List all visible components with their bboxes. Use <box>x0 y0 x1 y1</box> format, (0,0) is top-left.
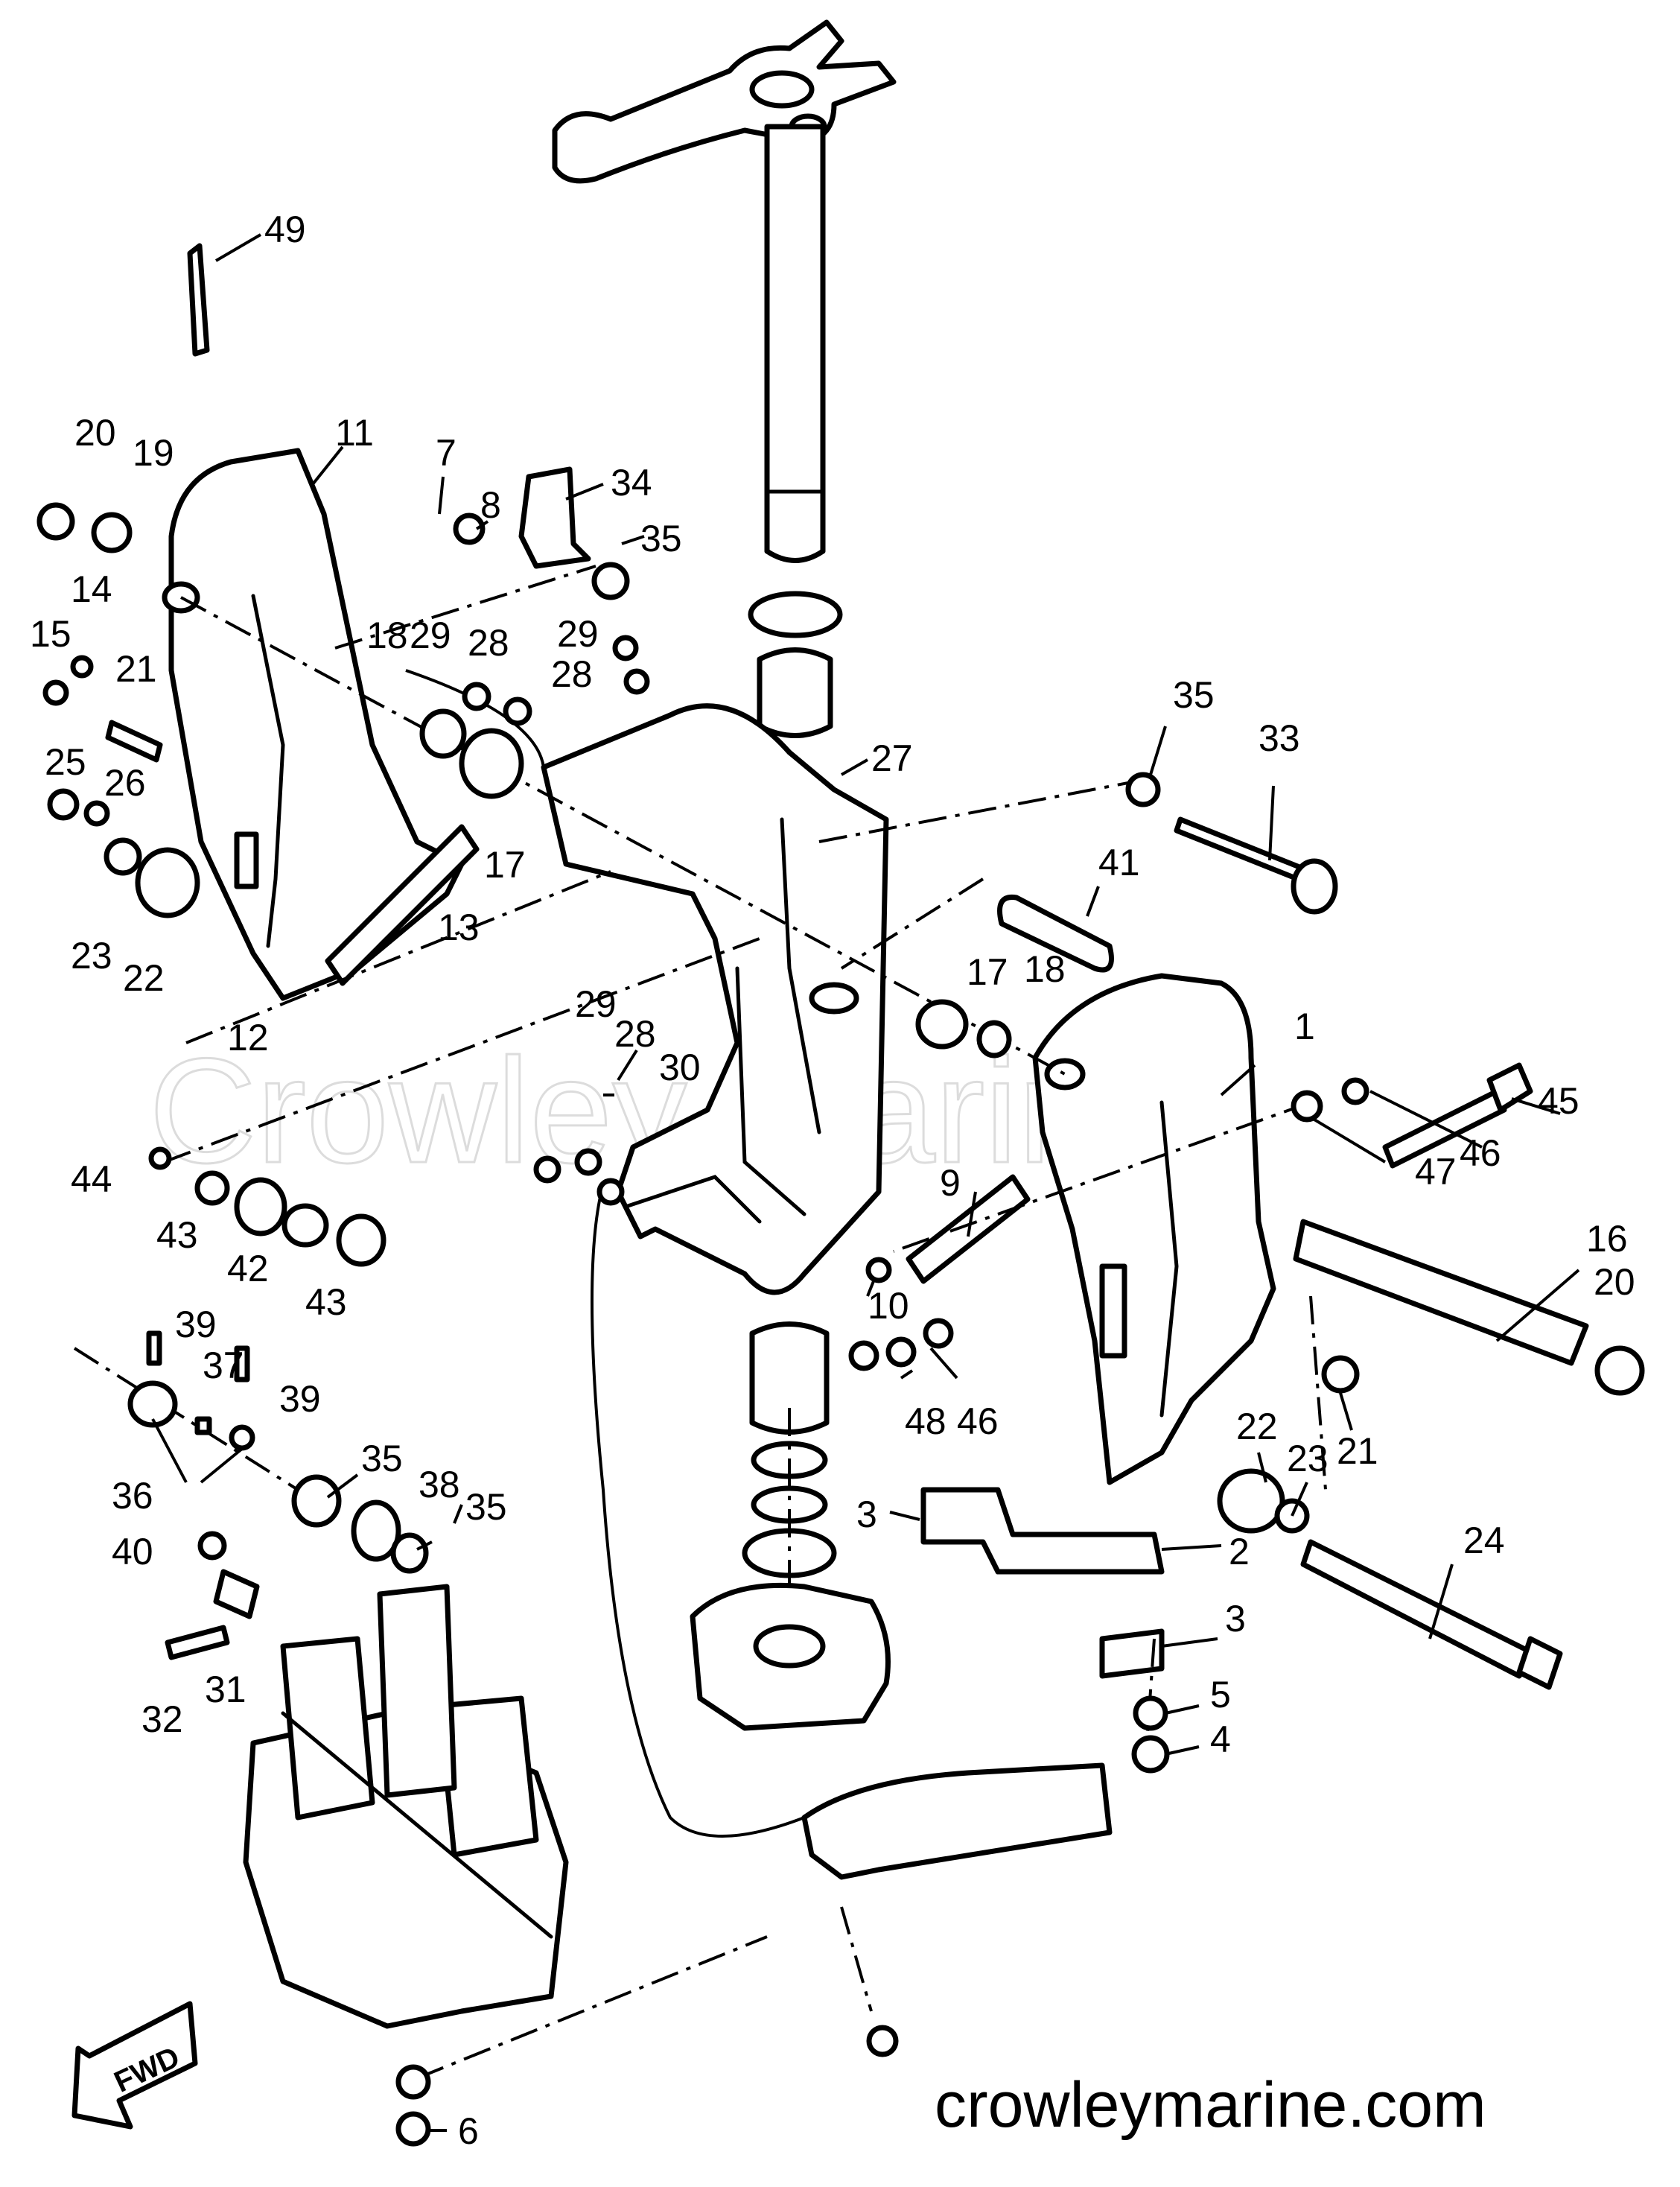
lever-34 <box>518 466 591 569</box>
callout-45: 45 <box>1538 1080 1579 1122</box>
callout-10: 10 <box>868 1285 909 1327</box>
leader-lines <box>151 233 1580 2132</box>
callout-18: 18 <box>1024 948 1066 990</box>
callout-11: 11 <box>335 412 374 454</box>
callout-41: 41 <box>1098 842 1140 883</box>
callout-9: 9 <box>940 1162 961 1204</box>
lower-transom <box>801 1762 1113 1880</box>
callout-17: 17 <box>484 844 526 886</box>
callout-23: 23 <box>71 935 112 977</box>
callout-43: 43 <box>305 1281 347 1323</box>
callout-7: 7 <box>436 432 456 474</box>
callout-35: 35 <box>465 1486 507 1528</box>
callout-25: 25 <box>45 741 86 783</box>
callout-15: 15 <box>30 613 71 655</box>
callout-17: 17 <box>967 951 1008 993</box>
callout-20: 20 <box>74 412 116 454</box>
steering-shaft <box>764 124 826 563</box>
callout-21: 21 <box>115 648 157 690</box>
callout-13: 13 <box>438 907 480 948</box>
callout-28: 28 <box>614 1013 656 1055</box>
shaft-bushing-upper <box>757 647 833 738</box>
callout-8: 8 <box>480 484 501 526</box>
tilt-pin <box>1293 1219 1589 1366</box>
fwd-arrow-icon: FWD <box>71 2001 198 2130</box>
callout-labels: 49 20 19 11 7 8 34 35 14 15 18 29 28 29 … <box>30 209 1635 2152</box>
clamp-3 <box>1099 1628 1165 1679</box>
tilt-pin-cap <box>1594 1345 1645 1396</box>
shaft-washer-upper <box>748 591 843 638</box>
fasteners <box>36 502 1369 2147</box>
callout-47: 47 <box>1415 1151 1457 1193</box>
callout-29: 29 <box>410 615 451 656</box>
callout-46: 46 <box>957 1400 999 1442</box>
callout-43: 43 <box>156 1214 198 1256</box>
callout-37: 37 <box>203 1345 244 1386</box>
callout-40: 40 <box>112 1531 153 1572</box>
callout-18: 18 <box>366 615 408 656</box>
callout-2: 2 <box>1229 1531 1250 1572</box>
bracket-2 <box>920 1487 1165 1575</box>
callout-3: 3 <box>1225 1598 1246 1640</box>
callout-28: 28 <box>468 622 509 664</box>
callout-32: 32 <box>141 1698 183 1740</box>
callout-3: 3 <box>856 1494 877 1535</box>
callout-24: 24 <box>1463 1520 1505 1561</box>
pin-41 <box>997 894 1114 973</box>
callout-20: 20 <box>1594 1261 1635 1303</box>
swivel-bracket <box>541 703 889 1295</box>
assembly-lines <box>73 565 1327 2080</box>
clamp-bracket-left <box>162 448 480 1001</box>
callout-38: 38 <box>419 1464 460 1505</box>
callout-4: 4 <box>1210 1718 1231 1760</box>
lever-shaft-33 <box>1174 816 1314 886</box>
callout-22: 22 <box>1236 1406 1278 1447</box>
clamp-bracket-right <box>1032 973 1276 1485</box>
lower-mount-yoke <box>690 1582 891 1731</box>
callout-39: 39 <box>279 1378 321 1420</box>
callout-39: 39 <box>175 1304 217 1345</box>
callout-35: 35 <box>1173 674 1215 716</box>
callout-27: 27 <box>871 737 913 779</box>
callout-6: 6 <box>458 2110 479 2152</box>
callout-19: 19 <box>133 432 174 474</box>
callout-28: 28 <box>551 653 593 695</box>
callout-30: 30 <box>659 1047 701 1088</box>
callout-42: 42 <box>227 1248 269 1289</box>
tilt-bolt <box>1300 1539 1537 1679</box>
callout-5: 5 <box>1210 1674 1231 1715</box>
ground-wire <box>591 1184 805 1838</box>
callout-23: 23 <box>1287 1438 1329 1479</box>
callout-29: 29 <box>557 613 599 655</box>
callout-22: 22 <box>123 957 165 999</box>
callout-35: 35 <box>361 1438 403 1479</box>
callout-33: 33 <box>1259 717 1300 759</box>
callout-1: 1 <box>1294 1006 1315 1047</box>
site-footer[interactable]: crowleymarine.com <box>935 2069 1486 2141</box>
callout-35: 35 <box>640 518 682 559</box>
callout-49: 49 <box>264 209 306 250</box>
callout-29: 29 <box>575 983 617 1025</box>
callout-48: 48 <box>905 1400 946 1442</box>
callout-34: 34 <box>611 462 652 504</box>
callout-44: 44 <box>71 1158 112 1200</box>
callout-46: 46 <box>1460 1132 1501 1174</box>
steering-arm <box>552 19 897 184</box>
trim-motor-unit <box>243 1584 569 2029</box>
callout-16: 16 <box>1586 1218 1628 1260</box>
callout-21: 21 <box>1337 1430 1378 1472</box>
callout-31: 31 <box>205 1669 246 1710</box>
stud-49 <box>187 243 210 357</box>
callout-14: 14 <box>71 568 112 610</box>
shaft-bushing-lower <box>749 1321 830 1435</box>
callout-36: 36 <box>112 1475 153 1517</box>
callout-26: 26 <box>104 762 146 804</box>
callout-12: 12 <box>227 1017 269 1058</box>
